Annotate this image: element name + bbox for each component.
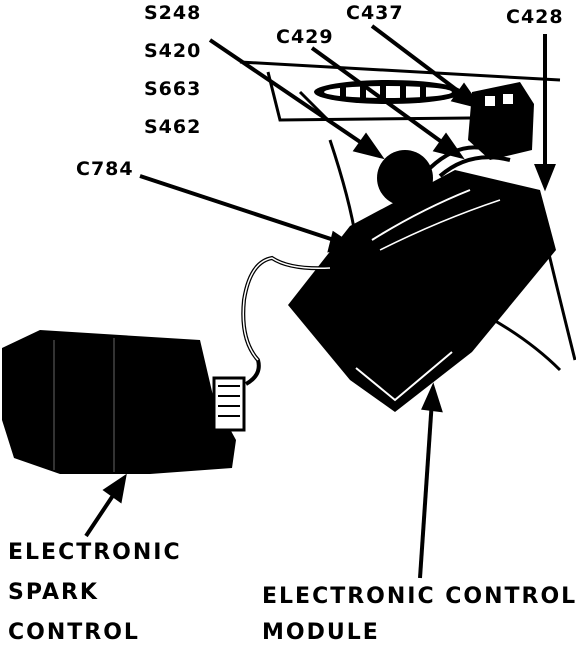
- label-esc-line1: ELECTRONIC: [8, 540, 182, 565]
- label-s248: S248: [144, 2, 202, 24]
- wire-harness-inner: [242, 257, 331, 361]
- vent-grille: [314, 80, 462, 104]
- label-c429: C429: [276, 26, 334, 48]
- connector-block: [468, 82, 534, 160]
- label-ecm-line2: MODULE: [262, 620, 380, 645]
- label-c784: C784: [76, 158, 134, 180]
- label-c428: C428: [506, 6, 564, 28]
- arrow-c784: [139, 174, 358, 253]
- arrow-s248: [208, 38, 385, 160]
- arrow-ecm: [418, 382, 443, 579]
- label-s663: S663: [144, 78, 202, 100]
- label-c437: C437: [346, 2, 404, 24]
- arrow-esc: [84, 473, 127, 538]
- label-esc-line3: CONTROL: [8, 620, 140, 645]
- electronic-spark-control: [2, 330, 246, 474]
- label-ecm-line1: ELECTRONIC CONTROL: [262, 584, 576, 609]
- label-s420: S420: [144, 40, 202, 62]
- label-esc-line2: SPARK: [8, 580, 99, 605]
- arrow-c428: [534, 34, 556, 192]
- label-s462: S462: [144, 116, 202, 138]
- arrow-c437: [370, 24, 483, 110]
- electronic-control-module: [288, 170, 556, 412]
- callout-arrows: [84, 24, 556, 579]
- arrow-c429: [310, 46, 465, 160]
